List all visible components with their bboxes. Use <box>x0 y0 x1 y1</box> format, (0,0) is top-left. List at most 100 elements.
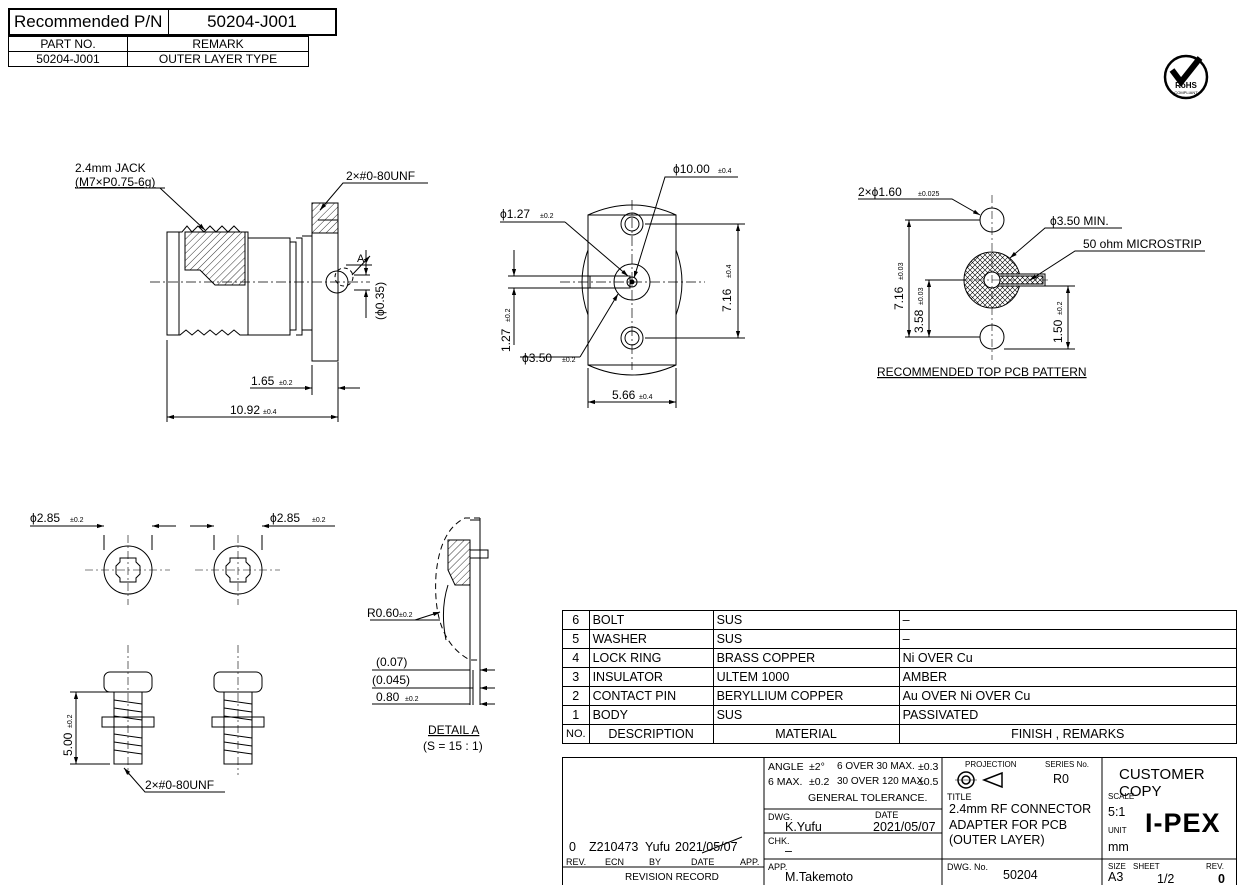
size-value: A3 <box>1108 870 1124 884</box>
dim-1-65-tol: ±0.2 <box>279 380 293 387</box>
jack-label: 2.4mm JACK <box>75 161 146 175</box>
rev-label: REV. <box>1206 862 1224 871</box>
part-desc: BOLT <box>588 610 714 630</box>
detail-0-80-tol: ±0.2 <box>405 696 419 703</box>
revision-ecn: Z210473 <box>589 840 639 854</box>
dim-d3-50-front: ϕ3.50 <box>522 351 552 365</box>
tol-angle: ANGLE <box>768 761 804 773</box>
parts-row: 5 WASHER SUS – <box>562 629 1238 649</box>
part-finish: Ni OVER Cu <box>898 648 1238 668</box>
screw-5-00: 5.00 <box>61 732 75 756</box>
part-material: SUS <box>712 610 900 630</box>
tol-30over120-val: ±0.5 <box>918 776 939 788</box>
rev-header-ecn: ECN <box>605 857 625 867</box>
dim-d10: ϕ10.00 <box>673 162 710 176</box>
dim-d3-50-front-tol: ±0.2 <box>562 357 576 364</box>
rev-header-by: BY <box>649 857 662 867</box>
part-desc: INSULATOR <box>588 667 714 687</box>
parts-header-material: MATERIAL <box>712 724 900 744</box>
tol-6max-val: ±0.2 <box>809 776 830 788</box>
remark-header: REMARK <box>127 36 309 52</box>
part-no: 3 <box>562 667 590 687</box>
title-line-2: ADAPTER FOR PCB <box>949 818 1068 832</box>
side-view <box>75 182 428 422</box>
parts-header-no: NO. <box>562 724 590 744</box>
front-view <box>500 176 745 408</box>
detail-0-07: (0.07) <box>376 655 407 669</box>
pcb-pattern <box>858 195 1205 360</box>
customer-copy: CUSTOMER COPY <box>1119 766 1205 800</box>
series-value: R0 <box>1053 772 1069 786</box>
rev-value: 0 <box>1218 872 1225 886</box>
detail-title: DETAIL A <box>428 723 479 737</box>
dim-1-27-front-tol: ±0.2 <box>505 308 512 322</box>
tol-angle-val: ±2° <box>809 761 825 773</box>
rev-header-date: DATE <box>691 857 715 867</box>
part-material: SUS <box>712 705 900 725</box>
size-label: SIZE <box>1108 862 1126 871</box>
scale-label: SCALE <box>1108 792 1135 801</box>
part-material: BRASS COPPER <box>712 648 900 668</box>
dim-d1-27: ϕ1.27 <box>500 207 530 221</box>
detail-0-80: 0.80 <box>376 690 400 704</box>
dim-10-92-tol: ±0.4 <box>263 409 277 416</box>
part-finish: – <box>898 610 1238 630</box>
tol-6over30: 6 OVER 30 MAX. <box>837 761 915 772</box>
pcb-holes-dim: 2×ϕ1.60 <box>858 185 902 199</box>
pcb-title: RECOMMENDED TOP PCB PATTERN <box>877 365 1087 379</box>
parts-row: 3 INSULATOR ULTEM 1000 AMBER <box>562 667 1238 687</box>
detail-a <box>370 517 495 707</box>
part-no: 2 <box>562 686 590 706</box>
part-finish: – <box>898 629 1238 649</box>
dim-5-66-tol: ±0.4 <box>639 394 653 401</box>
part-finish: AMBER <box>898 667 1238 687</box>
parts-row: 2 CONTACT PIN BERYLLIUM COPPER Au OVER N… <box>562 686 1238 706</box>
parts-row: 6 BOLT SUS – <box>562 610 1238 630</box>
recommended-pn-label: Recommended P/N <box>8 8 169 36</box>
parts-header-desc: DESCRIPTION <box>588 724 714 744</box>
date-value: 2021/05/07 <box>873 820 936 834</box>
rohs-badge-icon: RoHS COMPLIANT <box>1163 54 1209 100</box>
part-no: 6 <box>562 610 590 630</box>
projection-icon <box>955 771 1003 789</box>
scale-value: 5:1 <box>1108 805 1126 819</box>
ipex-logo: I-PEX <box>1145 808 1221 838</box>
pcb-7-16: 7.16 <box>892 286 906 310</box>
part-no-table: PART NO. REMARK 50204-J001 OUTER LAYER T… <box>8 36 309 67</box>
sheet-value: 1/2 <box>1157 872 1175 886</box>
parts-list: 6 BOLT SUS – 5 WASHER SUS – 4 LOCK RING … <box>562 610 1238 744</box>
sheet-label: SHEET <box>1133 862 1160 871</box>
dwg-no-value: 50204 <box>1003 868 1038 882</box>
part-no: 4 <box>562 648 590 668</box>
screw-d2-85-right-tol: ±0.2 <box>312 517 326 524</box>
pcb-3-58-tol: ±0.03 <box>918 287 925 305</box>
parts-header-finish: FINISH , REMARKS <box>898 724 1238 744</box>
part-finish: PASSIVATED <box>898 705 1238 725</box>
pcb-3-58: 3.58 <box>912 309 926 333</box>
screw-5-00-tol: ±0.2 <box>67 714 74 728</box>
dwg-by: K.Yufu <box>785 820 822 834</box>
pcb-microstrip-label: 50 ohm MICROSTRIP <box>1083 237 1202 251</box>
detail-r0-60-tol: ±0.2 <box>399 612 413 619</box>
part-material: SUS <box>712 629 900 649</box>
pcb-1-50: 1.50 <box>1051 319 1065 343</box>
dim-10-92: 10.92 <box>230 403 260 417</box>
rohs-text: RoHS <box>1175 81 1197 90</box>
part-desc: BODY <box>588 705 714 725</box>
parts-row: 4 LOCK RING BRASS COPPER Ni OVER Cu <box>562 648 1238 668</box>
detail-0-045: (0.045) <box>372 673 410 687</box>
part-desc: WASHER <box>588 629 714 649</box>
title-block: ANGLE ±2° 6 OVER 30 MAX. ±0.3 6 MAX. ±0.… <box>562 757 1237 886</box>
dim-d10-tol: ±0.4 <box>718 168 732 175</box>
tol-30over120: 30 OVER 120 MAX. <box>837 776 926 787</box>
series-label: SERIES No. <box>1045 760 1090 769</box>
pcb-min-dim: ϕ3.50 MIN. <box>1050 214 1109 228</box>
general-tolerance: GENERAL TOLERANCE. <box>808 792 928 804</box>
revision-rev: 0 <box>569 840 576 854</box>
dim-7-16-front-tol: ±0.4 <box>726 264 733 278</box>
part-desc: CONTACT PIN <box>588 686 714 706</box>
title-block-lines <box>562 757 1237 885</box>
revision-date: 2021/05/07 <box>675 840 738 854</box>
detail-scale: (S = 15 : 1) <box>423 739 483 753</box>
pcb-1-50-tol: ±0.2 <box>1057 301 1064 315</box>
